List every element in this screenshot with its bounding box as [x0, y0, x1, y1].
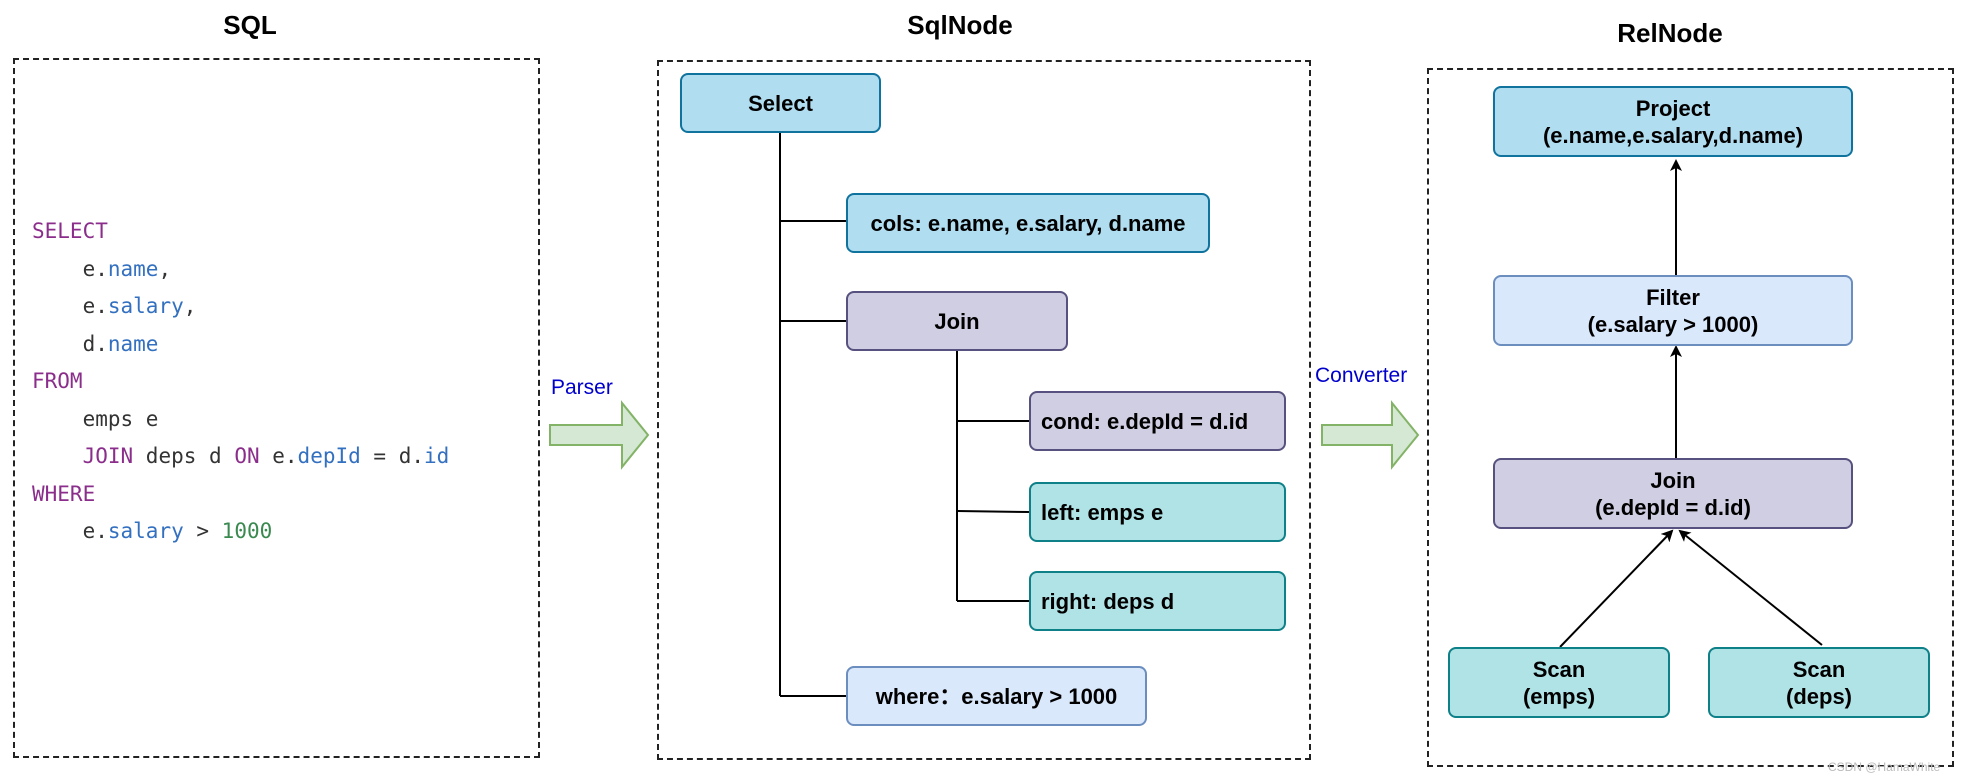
sql-panel	[13, 58, 540, 758]
sql-table-deps: deps d	[133, 444, 235, 468]
converter-label: Converter	[1315, 364, 1408, 387]
sql-token: e.	[82, 294, 108, 318]
parser-block-arrow	[549, 400, 650, 470]
sqlnode-where: where：e.salary > 1000	[846, 666, 1147, 726]
sqlnode-right: right: deps d	[1029, 571, 1286, 631]
relnode-join-title: Join	[1650, 467, 1696, 493]
sql-token: >	[183, 519, 222, 543]
sql-token: ,	[183, 294, 197, 318]
sql-column-name: name	[107, 256, 159, 281]
relnode-scan-deps-detail: (deps)	[1786, 683, 1852, 709]
arrow-scan-emps-to-join	[1559, 529, 1674, 648]
sql-keyword-from: FROM	[32, 369, 83, 393]
relnode-project-title: Project	[1635, 95, 1711, 121]
relnode-filter-detail: (e.salary > 1000)	[1587, 311, 1759, 337]
sql-column-dname: name	[107, 331, 159, 356]
converter-block-arrow	[1321, 400, 1420, 470]
relnode-scan-emps-detail: (emps)	[1522, 683, 1596, 709]
sqlnode-panel	[657, 60, 1311, 760]
sql-column-id: id	[423, 444, 450, 468]
relnode-project-detail: (e.name,e.salary,d.name)	[1542, 122, 1804, 148]
sql-number-1000: 1000	[221, 519, 273, 543]
watermark: CSDN @HamaWhite	[1828, 760, 1941, 774]
sqlnode-select: Select	[680, 73, 881, 133]
sqlnode-right-label: right: deps d	[1041, 588, 1175, 614]
sql-table-emps: emps e	[82, 406, 159, 431]
sqlnode-cond-label: cond: e.depId = d.id	[1041, 408, 1249, 434]
sql-panel-title: SQL	[223, 10, 277, 40]
sqlnode-cols: cols: e.name, e.salary, d.name	[846, 193, 1210, 253]
parser-label: Parser	[551, 376, 613, 399]
sqlnode-cols-label: cols: e.name, e.salary, d.name	[870, 210, 1186, 236]
arrow-scan-deps-to-join	[1678, 529, 1823, 646]
sqlnode-panel-title: SqlNode	[907, 10, 1013, 40]
sql-keyword-select: SELECT	[32, 219, 108, 243]
sqlnode-left-label: left: emps e	[1041, 499, 1164, 525]
sql-keyword-where: WHERE	[32, 481, 96, 506]
sql-token: = d.	[360, 444, 424, 468]
sql-column-salary: salary	[107, 294, 184, 318]
relnode-panel-title: RelNode	[1617, 18, 1723, 48]
relnode-filter-title: Filter	[1646, 284, 1700, 310]
sql-keyword-on: ON	[234, 444, 260, 468]
sql-keyword-join: JOIN	[82, 444, 134, 468]
sql-token: e.	[82, 256, 108, 281]
relnode-scan-deps: Scan (deps)	[1708, 647, 1930, 718]
sqlnode-join: Join	[846, 291, 1068, 351]
relnode-filter: Filter (e.salary > 1000)	[1493, 275, 1853, 346]
sql-column-salary-where: salary	[107, 519, 184, 543]
sqlnode-join-label: Join	[934, 308, 980, 334]
sql-token: d.	[82, 331, 108, 356]
sql-column-depid: depId	[297, 444, 361, 468]
relnode-scan-deps-title: Scan	[1792, 656, 1846, 682]
sql-token: e.	[82, 519, 108, 543]
relnode-join: Join (e.depId = d.id)	[1493, 458, 1853, 529]
sql-code-block: SELECT e.name, e.salary, d.name FROM emp…	[32, 213, 449, 551]
relnode-panel	[1427, 68, 1954, 767]
sqlnode-cond: cond: e.depId = d.id	[1029, 391, 1286, 451]
sql-token: ,	[158, 256, 172, 281]
relnode-scan-emps-title: Scan	[1532, 656, 1586, 682]
sqlnode-left: left: emps e	[1029, 482, 1286, 542]
relnode-scan-emps: Scan (emps)	[1448, 647, 1670, 718]
tree-line-to-left	[956, 510, 1030, 513]
sqlnode-select-label: Select	[748, 90, 813, 116]
sql-token: e.	[259, 444, 298, 468]
relnode-join-detail: (e.depId = d.id)	[1595, 494, 1751, 520]
sqlnode-where-label: where：e.salary > 1000	[875, 683, 1118, 709]
relnode-project: Project (e.name,e.salary,d.name)	[1493, 86, 1853, 157]
